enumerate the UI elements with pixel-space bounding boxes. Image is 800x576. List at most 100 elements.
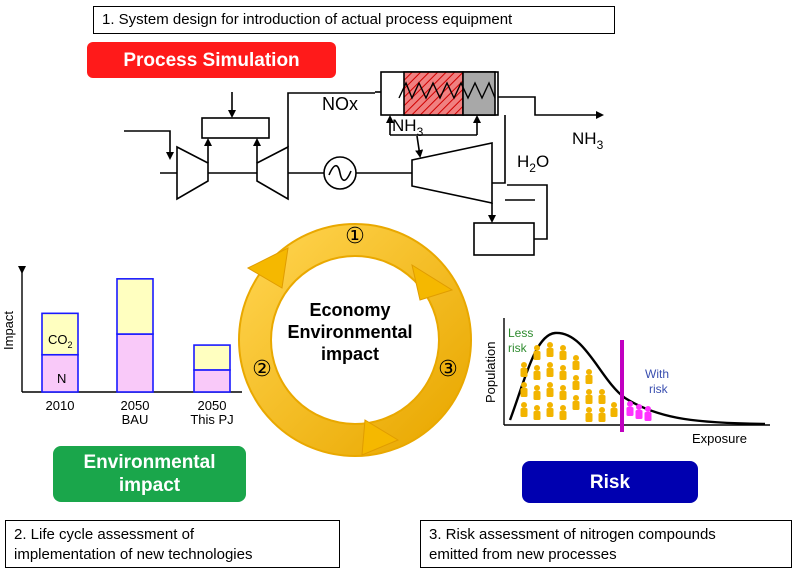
lca-co2-label: CO2 [48,332,73,350]
person-icon-1-body [520,388,528,397]
person-icon-6-body [533,411,541,420]
with-risk-line1: With [645,367,669,381]
lca-n-label: N [57,371,66,386]
lca-bar-n-2 [193,369,231,393]
cycle-center-line2: Environmental [287,322,412,342]
person-icon-1-head [521,382,527,388]
person-icon-5-head [534,385,540,391]
person-icon-10-body [546,408,554,417]
person-icon-7-head [547,342,553,348]
risk-xlabel: Exposure [692,431,747,446]
person-icon-13-head [560,385,566,391]
env-impact-line1: Environmental [83,452,216,473]
h2o-label: H2O [517,152,549,175]
nh3-injection-label: NH3 [392,116,424,139]
lca-bar-co2-1 [116,278,154,335]
nh3-outlet-label: NH3 [572,129,604,152]
person-icon-16-head [573,375,579,381]
risk-ylabel: Population [483,342,498,403]
person-icon-14-head [560,405,566,411]
person-icon-16-body [572,381,580,390]
person-icon-6-head [534,405,540,411]
note-risk: 3. Risk assessment of nitrogen compounds… [420,520,792,568]
with-risk-line2: risk [649,382,669,396]
risk-chart [503,318,770,432]
at-risk-person-icon-1-head [636,404,642,410]
person-icon-15-head [573,355,579,361]
person-icon-4-body [533,371,541,380]
person-icon-12-body [559,371,567,380]
person-icon-12-head [560,365,566,371]
cycle-arrowhead-right [411,263,454,301]
risk-distribution-curve [508,331,766,426]
person-icon-8-body [546,368,554,377]
person-icon-7-body [546,348,554,357]
lca-tick-2010: 2010 [46,398,75,413]
process-simulation-label: Process Simulation [123,49,300,71]
cycle-step-1: ① [345,223,365,248]
person-icon-22-body [598,413,606,422]
inlet-line [124,130,174,160]
cycle-step-2: ② [252,356,272,381]
note-lca-line2: implementation of new technologies [14,546,253,563]
cycle-center-line3: impact [321,344,379,364]
person-icon-4-head [534,365,540,371]
note-risk-line1: 3. Risk assessment of nitrogen compounds [429,526,716,543]
person-icon-20-body [585,413,593,422]
person-icon-11-body [559,351,567,360]
risk-badge: Risk [522,461,698,503]
process-flow-diagram [124,71,604,256]
note-risk-line2: emitted from new processes [429,546,617,563]
person-icon-22-head [599,407,605,413]
cycle-arrowhead-top [246,247,289,289]
person-icon-2-body [520,408,528,417]
person-icon-0-body [520,368,528,377]
lca-bar-n-1 [116,333,154,393]
at-risk-person-icon-2-body [644,412,652,421]
person-icon-19-body [585,395,593,404]
person-icon-21-body [598,395,606,404]
person-icon-8-head [547,362,553,368]
lca-tick-2050-bau: 2050 [121,398,150,413]
person-icon-19-head [586,389,592,395]
combustor-box [201,117,270,139]
at-risk-person-icon-2-head [645,406,651,412]
person-icon-10-head [547,402,553,408]
note-lca: 2. Life cycle assessment of implementati… [5,520,340,568]
person-icon-5-body [533,391,541,400]
nox-label: NOx [322,94,358,114]
process-simulation-badge: Process Simulation [87,42,336,78]
lca-chart [18,266,242,393]
less-risk-line2: risk [508,341,528,355]
person-icon-0-head [521,362,527,368]
cycle-center-line1: Economy [309,300,390,320]
person-icon-14-body [559,411,567,420]
person-icon-13-body [559,391,567,400]
env-impact-line2: impact [118,475,181,496]
person-icon-18-body [585,375,593,384]
person-icon-3-head [534,345,540,351]
lca-bar-co2-2 [193,344,231,371]
top-note: 1. System design for introduction of act… [93,6,615,34]
person-icon-23-head [611,402,617,408]
cycle-arrowhead-bottom [361,419,400,456]
person-icon-20-head [586,407,592,413]
population-figures [520,342,652,422]
person-icon-9-head [547,382,553,388]
lca-bar-n-0 [41,353,79,393]
lca-bar-co2-0 [41,312,79,356]
compressor-left [176,145,209,201]
person-icon-2-head [521,402,527,408]
cycle-ring [238,223,472,457]
person-icon-18-head [586,369,592,375]
person-icon-11-head [560,345,566,351]
person-icon-23-body [610,408,618,417]
lca-tick-2050-pj-sub: This PJ [190,412,233,427]
hrsg-box [473,222,535,256]
lca-tick-2050-bau-sub: BAU [122,412,149,427]
person-icon-17-head [573,395,579,401]
compressor-right [256,145,289,201]
at-risk-person-icon-0-head [627,401,633,407]
environmental-impact-badge: Environmental impact [53,446,246,502]
